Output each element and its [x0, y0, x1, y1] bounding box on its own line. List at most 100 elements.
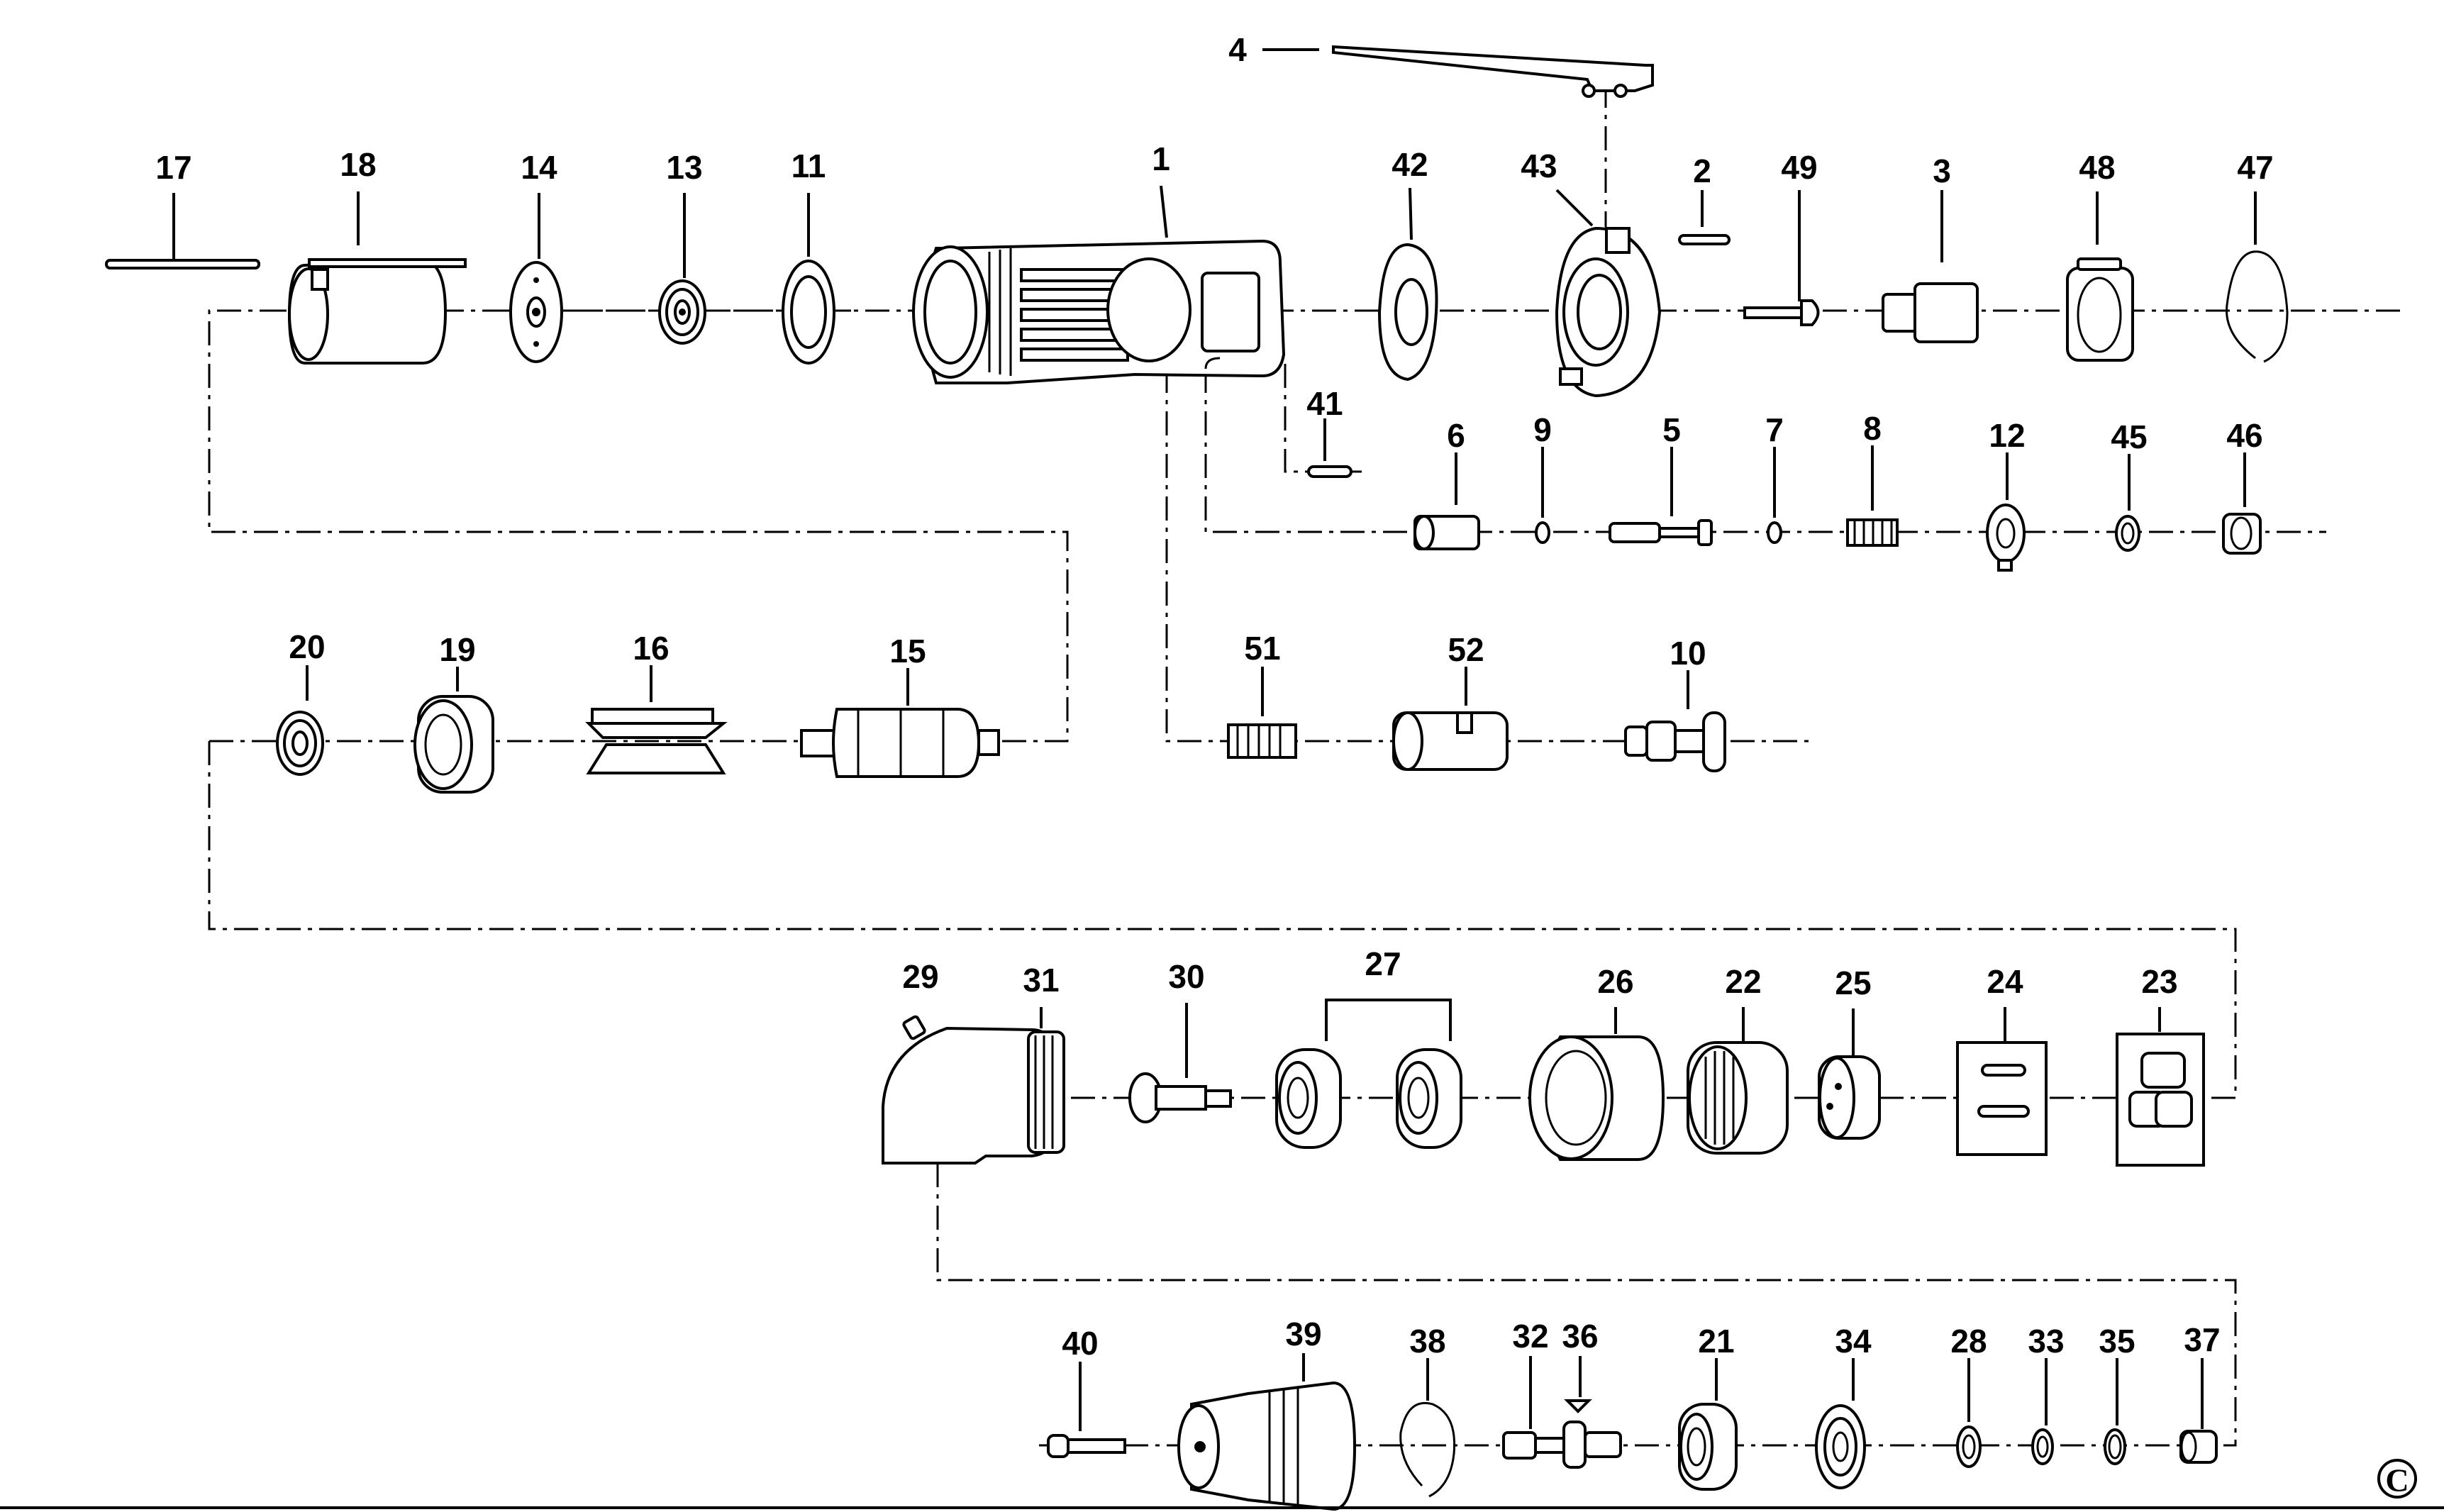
part-41-pin: [1307, 465, 1352, 478]
part-49-screw: [1743, 299, 1820, 326]
part-47-circlip: [2226, 250, 2289, 363]
part-27-bearing-a: [1275, 1048, 1342, 1149]
label-38: 38: [1409, 1323, 1445, 1360]
part-3-inlet-fitting: [1882, 282, 1979, 343]
part-19-end-plate: [413, 695, 494, 794]
part-4-throttle-lever: [1332, 45, 1654, 98]
label-27: 27: [1365, 945, 1401, 982]
label-26: 26: [1597, 963, 1633, 1000]
label-49: 49: [1781, 149, 1817, 186]
part-22-ring-gear: [1687, 1041, 1789, 1155]
part-36-ball: [1564, 1399, 1592, 1413]
part-5-valve-stem: [1609, 519, 1713, 546]
label-51: 51: [1244, 630, 1280, 667]
label-37: 37: [2184, 1321, 2220, 1358]
label-8: 8: [1863, 410, 1882, 447]
label-4: 4: [1228, 31, 1247, 68]
part-7-o-ring: [1767, 521, 1782, 544]
label-18: 18: [340, 146, 376, 183]
label-30: 30: [1168, 958, 1204, 995]
copyright-letter: C: [2385, 1462, 2409, 1499]
label-13: 13: [666, 149, 702, 186]
label-29: 29: [902, 958, 938, 995]
part-46-plug: [2222, 513, 2262, 555]
part-48-bushing-nut: [2066, 257, 2134, 362]
label-2: 2: [1693, 152, 1711, 189]
label-19: 19: [439, 631, 475, 668]
part-labels: 1 2 3 4 5 6 7 8 9 10 11 12 13 14 15 16 1…: [155, 31, 2273, 1362]
part-25-planet-carrier: [1818, 1055, 1881, 1140]
label-20: 20: [289, 628, 325, 665]
leader-lines: [172, 48, 2257, 1431]
part-43-valve-body: [1555, 226, 1662, 398]
part-24-plate-set: [1956, 1041, 2048, 1156]
label-21: 21: [1698, 1323, 1734, 1360]
label-17: 17: [155, 149, 191, 186]
label-28: 28: [1950, 1323, 1987, 1360]
part-39-keyed-chuck: [1177, 1381, 1357, 1511]
label-7: 7: [1765, 411, 1784, 448]
part-33-washer: [2031, 1428, 2054, 1465]
part-29-grease-nipple: [902, 1015, 926, 1040]
part-2-pin: [1678, 234, 1731, 245]
label-1: 1: [1152, 140, 1170, 177]
label-5: 5: [1662, 411, 1681, 448]
part-20-bearing: [276, 711, 324, 776]
part-8-spring: [1846, 518, 1899, 547]
label-3: 3: [1933, 152, 1951, 189]
label-47: 47: [2237, 149, 2273, 186]
label-12: 12: [1989, 417, 2025, 454]
label-24: 24: [1987, 963, 2023, 1000]
part-35-circlip: [2104, 1428, 2126, 1465]
label-25: 25: [1835, 965, 1871, 1001]
label-45: 45: [2111, 418, 2147, 455]
part-15-rotor: [800, 708, 1000, 778]
label-15: 15: [889, 633, 926, 669]
label-31: 31: [1023, 962, 1059, 999]
part-12-lock-plate: [1986, 504, 2026, 572]
part-42-gasket: [1377, 243, 1438, 382]
label-43: 43: [1521, 148, 1557, 184]
part-17-pin-rod: [105, 259, 260, 269]
copyright-mark: C: [2377, 1459, 2417, 1499]
part-10-valve-spool: [1624, 711, 1726, 772]
label-9: 9: [1533, 411, 1552, 448]
part-13-bearing: [658, 279, 706, 345]
part-6-valve-sleeve: [1413, 515, 1480, 550]
part-40-screw: [1047, 1434, 1126, 1458]
label-35: 35: [2099, 1323, 2135, 1360]
label-48: 48: [2079, 149, 2115, 186]
label-6: 6: [1447, 417, 1465, 454]
part-21-bearing: [1678, 1403, 1738, 1491]
part-26-ring-gear-housing: [1528, 1035, 1665, 1161]
label-16: 16: [633, 630, 669, 667]
part-51-spring: [1227, 723, 1297, 759]
label-11: 11: [791, 148, 826, 184]
part-28-washer: [1956, 1425, 1982, 1468]
label-46: 46: [2226, 417, 2262, 454]
part-1-motor-housing: [912, 239, 1286, 384]
part-32-spindle: [1502, 1421, 1622, 1469]
part-27-bearing-b: [1396, 1048, 1462, 1149]
part-14-end-plate: [509, 261, 563, 363]
part-9-o-ring: [1535, 521, 1550, 544]
label-52: 52: [1448, 631, 1484, 668]
part-31-angle-head: [882, 1026, 1066, 1164]
label-23: 23: [2141, 963, 2177, 1000]
part-34-bevel-gear: [1815, 1404, 1866, 1489]
part-16-vanes: [585, 708, 728, 774]
label-22: 22: [1725, 963, 1761, 1000]
label-42: 42: [1392, 146, 1428, 183]
part-30-bevel-gear: [1128, 1072, 1232, 1123]
part-52-reverse-valve: [1392, 711, 1509, 771]
label-41: 41: [1306, 385, 1343, 422]
label-36: 36: [1562, 1318, 1598, 1355]
part-11-plate: [782, 260, 835, 365]
label-10: 10: [1670, 635, 1706, 672]
part-45-washer: [2115, 515, 2140, 552]
label-32: 32: [1512, 1318, 1548, 1355]
part-18-cylinder: [287, 258, 467, 365]
label-39: 39: [1285, 1316, 1321, 1352]
part-38-circlip: [1399, 1402, 1456, 1498]
